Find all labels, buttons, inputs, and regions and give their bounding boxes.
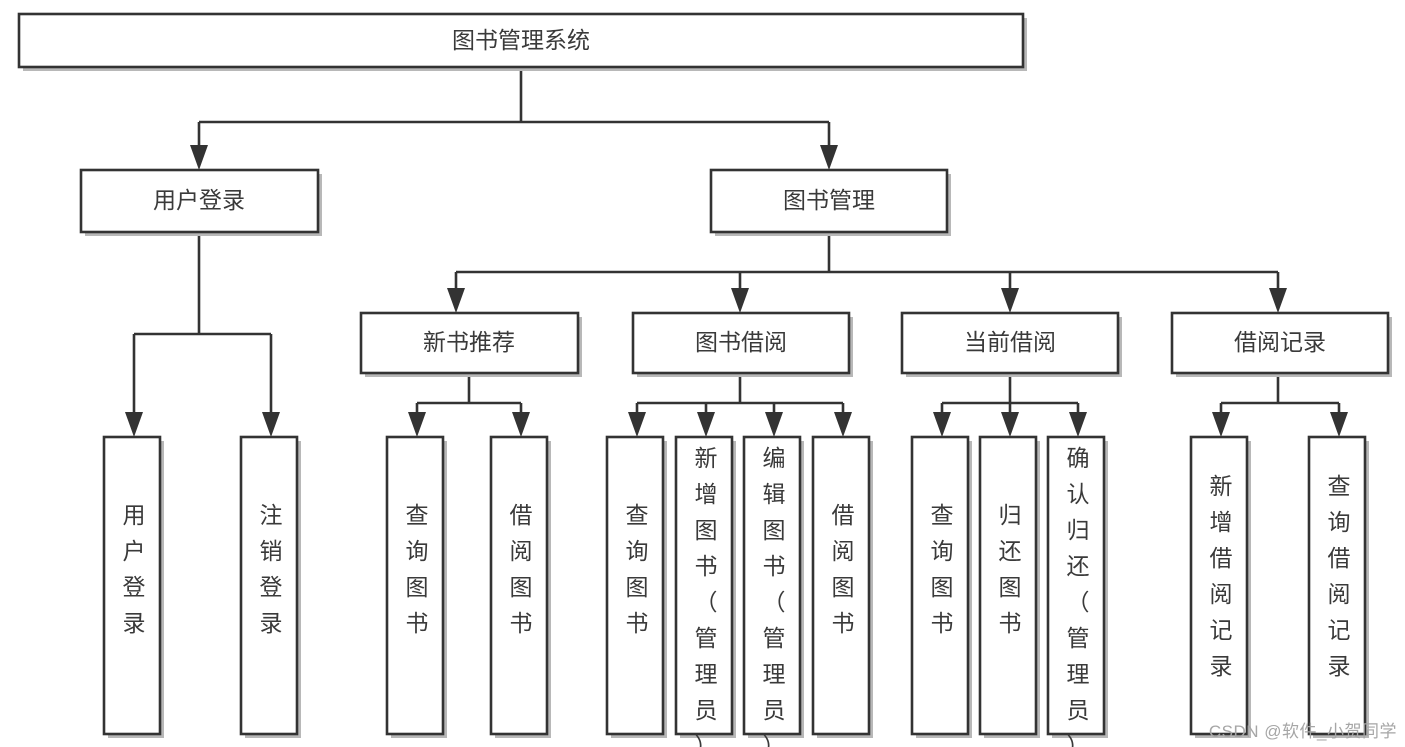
leaf-user-login[interactable]: 用户登录 (102, 435, 164, 738)
leaf-add-record[interactable]: 新增借阅记录 (1189, 435, 1251, 738)
node-current-borrow-label: 当前借阅 (964, 329, 1056, 355)
leaf-add-book-box[interactable] (674, 435, 734, 736)
leaf-query-book-1-box[interactable] (385, 435, 445, 736)
arrow-to-leaf-query-record (1330, 412, 1348, 437)
node-book-borrow-label: 图书借阅 (695, 329, 787, 355)
node-root-label: 图书管理系统 (452, 27, 590, 53)
node-user-login[interactable]: 用户登录 (79, 168, 322, 236)
leaf-add-book[interactable]: 新增图书（管理员） (674, 435, 736, 747)
leaf-edit-book-label: 编辑图书（管理员） (763, 445, 786, 747)
node-current-borrow[interactable]: 当前借阅 (900, 311, 1122, 377)
leaf-confirm-return-box[interactable] (1046, 435, 1106, 736)
leaf-query-book-1-label: 查询图书 (406, 502, 429, 636)
arrow-root-to-user-login (190, 145, 208, 170)
node-book-manage[interactable]: 图书管理 (709, 168, 951, 236)
leaf-query-book-2-box[interactable] (605, 435, 665, 736)
leaf-return-book-box[interactable] (978, 435, 1038, 736)
leaf-user-login-label: 用户登录 (123, 502, 146, 636)
connector-group-new-book-rec (408, 374, 530, 437)
arrow-to-leaf-confirm-return (1069, 412, 1087, 437)
node-user-login-label: 用户登录 (153, 187, 245, 213)
node-book-borrow[interactable]: 图书借阅 (631, 311, 853, 377)
csdn-watermark: CSDN @软件_小贺同学 (1208, 722, 1397, 741)
arrow-to-leaf-query-book-1 (408, 412, 426, 437)
leaf-query-record[interactable]: 查询借阅记录 (1307, 435, 1369, 738)
node-book-manage-box[interactable] (709, 168, 949, 234)
arrow-to-current-borrow (1001, 288, 1019, 313)
node-borrow-record[interactable]: 借阅记录 (1170, 311, 1392, 377)
leaf-borrow-book-2[interactable]: 借阅图书 (811, 435, 873, 738)
node-borrow-record-box[interactable] (1170, 311, 1390, 375)
leaf-query-book-3-box[interactable] (910, 435, 970, 736)
arrow-to-leaf-query-book-3 (933, 412, 951, 437)
leaf-query-record-box[interactable] (1307, 435, 1367, 736)
leaf-borrow-book-2-box[interactable] (811, 435, 871, 736)
leaf-borrow-book-1-label: 借阅图书 (510, 502, 533, 636)
connector-group-user-login (125, 232, 280, 437)
node-borrow-record-label: 借阅记录 (1234, 329, 1326, 355)
arrow-to-leaf-add-record (1212, 412, 1230, 437)
arrow-to-leaf-borrow-book-2 (834, 412, 852, 437)
leaf-logout-label: 注销登录 (260, 502, 283, 636)
arrow-to-leaf-query-book-2 (628, 412, 646, 437)
leaf-query-book-2[interactable]: 查询图书 (605, 435, 667, 738)
connector-group-root (190, 67, 838, 170)
node-book-borrow-box[interactable] (631, 311, 851, 375)
connector-group-current-borrow (933, 374, 1087, 437)
arrow-to-leaf-borrow-book-1 (512, 412, 530, 437)
leaf-add-record-label: 新增借阅记录 (1210, 473, 1233, 679)
connector-group-borrow-record (1212, 374, 1348, 437)
arrow-to-leaf-user-login (125, 412, 143, 437)
node-new-book-rec[interactable]: 新书推荐 (359, 311, 582, 377)
node-current-borrow-box[interactable] (900, 311, 1120, 375)
leaf-query-book-3-label: 查询图书 (931, 502, 954, 636)
connector-group-book-borrow (628, 374, 852, 437)
node-root-box[interactable] (17, 12, 1025, 69)
node-book-manage-label: 图书管理 (783, 187, 875, 213)
leaf-borrow-book-2-label: 借阅图书 (832, 502, 855, 636)
node-user-login-box[interactable] (79, 168, 320, 234)
leaf-borrow-book-1-box[interactable] (489, 435, 549, 736)
leaf-edit-book-box[interactable] (742, 435, 802, 736)
leaf-query-book-2-label: 查询图书 (626, 502, 649, 636)
arrow-to-leaf-edit-book (765, 412, 783, 437)
leaf-user-login-box[interactable] (102, 435, 162, 736)
leaf-query-book-3[interactable]: 查询图书 (910, 435, 972, 738)
node-new-book-rec-label: 新书推荐 (423, 329, 515, 355)
leaf-query-record-label: 查询借阅记录 (1328, 473, 1351, 679)
node-new-book-rec-box[interactable] (359, 311, 580, 375)
leaf-return-book[interactable]: 归还图书 (978, 435, 1040, 738)
arrow-root-to-book-manage (820, 145, 838, 170)
arrow-to-new-book-rec (447, 288, 465, 313)
leaf-logout[interactable]: 注销登录 (239, 435, 301, 738)
leaf-borrow-book-1[interactable]: 借阅图书 (489, 435, 551, 738)
leaf-confirm-return[interactable]: 确认归还（管理员） (1046, 435, 1108, 747)
arrow-to-leaf-add-book (697, 412, 715, 437)
connector-group-book-manage (447, 232, 1287, 313)
arrow-to-leaf-return-book (1001, 412, 1019, 437)
leaf-query-book-1[interactable]: 查询图书 (385, 435, 447, 738)
node-root[interactable]: 图书管理系统 (17, 12, 1027, 71)
leaf-add-book-label: 新增图书（管理员） (695, 445, 718, 747)
leaf-confirm-return-label: 确认归还（管理员） (1067, 445, 1090, 747)
arrow-to-book-borrow (731, 288, 749, 313)
leaf-logout-box[interactable] (239, 435, 299, 736)
arrow-to-leaf-logout (262, 412, 280, 437)
leaf-edit-book[interactable]: 编辑图书（管理员） (742, 435, 804, 747)
leaf-return-book-label: 归还图书 (999, 502, 1022, 636)
arrow-to-borrow-record (1269, 288, 1287, 313)
leaf-add-record-box[interactable] (1189, 435, 1249, 736)
